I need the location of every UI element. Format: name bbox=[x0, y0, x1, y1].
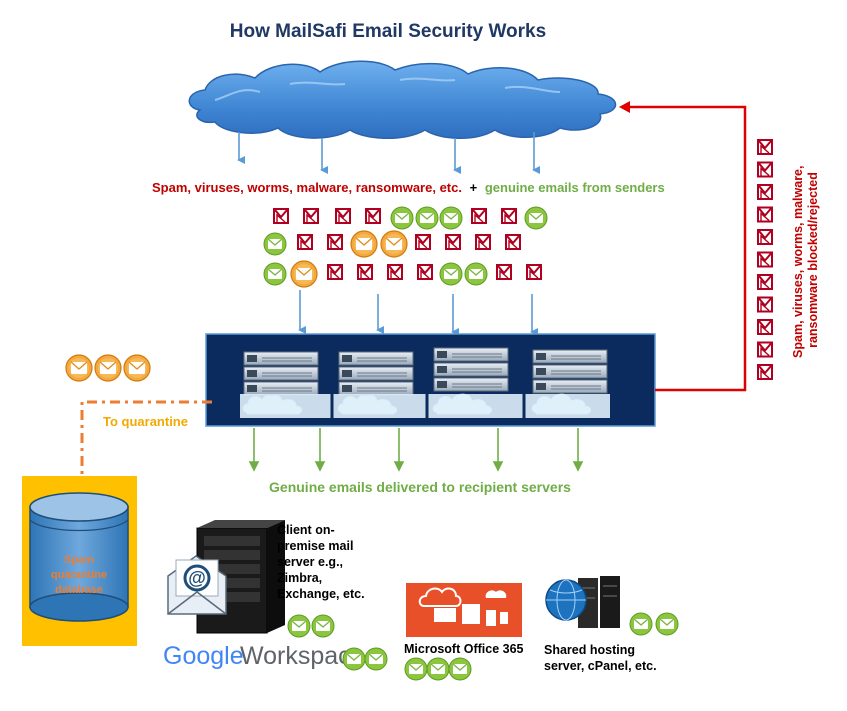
orange-mail-icon bbox=[123, 354, 151, 382]
green-mail-icon bbox=[390, 206, 414, 230]
red-mail-icon bbox=[501, 208, 517, 224]
svg-text:@: @ bbox=[188, 568, 206, 588]
green-mail-icon bbox=[524, 206, 548, 230]
green-mail-icon bbox=[287, 614, 311, 638]
office-365-label: Microsoft Office 365 bbox=[404, 642, 524, 656]
green-mail-icon bbox=[364, 647, 388, 671]
red-mail-icon bbox=[445, 234, 461, 250]
red-mail-icon bbox=[327, 264, 343, 280]
red-mail-icon bbox=[471, 208, 487, 224]
cloud-down-arrows bbox=[237, 132, 540, 174]
green-mail-icon bbox=[464, 262, 488, 286]
green-mail-icon bbox=[448, 657, 472, 681]
office-365: Microsoft Office 365 bbox=[404, 583, 524, 681]
red-mail-icon bbox=[757, 341, 773, 358]
diagram-title: How MailSafi Email Security Works bbox=[230, 21, 546, 42]
red-mail-icon bbox=[303, 208, 319, 224]
green-mail-icon bbox=[342, 647, 366, 671]
orange-mail-icon bbox=[290, 260, 318, 288]
delivered-label: Genuine emails delivered to recipient se… bbox=[269, 479, 571, 495]
green-mail-icon bbox=[439, 262, 463, 286]
red-mail-icon bbox=[365, 208, 381, 224]
into-server-arrows bbox=[298, 290, 538, 336]
rejected-email-column bbox=[757, 139, 773, 380]
red-mail-icon bbox=[757, 161, 773, 178]
green-mail-icon bbox=[263, 232, 287, 256]
google-workspace-logo: Google Workspace bbox=[163, 642, 388, 671]
red-mail-icon bbox=[757, 274, 773, 290]
red-mail-icon bbox=[357, 264, 373, 280]
rejected-label-line1: Spam, viruses, worms, malware, bbox=[791, 166, 805, 358]
client-mail-server: @ Client on- premise mail server e.g., Z… bbox=[167, 520, 365, 638]
red-mail-icon bbox=[496, 264, 512, 280]
client-server-line4: Zimbra, bbox=[277, 571, 322, 585]
mailsafi-server-cluster bbox=[205, 333, 656, 427]
red-mail-icon bbox=[757, 296, 773, 313]
quarantined-emails bbox=[65, 354, 151, 382]
orange-mail-icon bbox=[350, 230, 378, 258]
red-mail-icon bbox=[417, 264, 433, 280]
red-mail-icon bbox=[387, 264, 403, 280]
incoming-email-grid bbox=[263, 206, 548, 288]
rejected-label-line2: ransomware blocked/rejected bbox=[806, 172, 820, 348]
green-mail-icon bbox=[263, 262, 287, 286]
to-quarantine-label: To quarantine bbox=[103, 414, 188, 429]
red-mail-icon bbox=[526, 264, 542, 280]
red-mail-icon bbox=[757, 251, 773, 268]
client-server-line5: Exchange, etc. bbox=[277, 587, 365, 601]
green-mail-icon bbox=[311, 614, 335, 638]
red-mail-icon bbox=[757, 139, 773, 155]
cloud-devices-icon bbox=[418, 587, 508, 626]
red-mail-icon bbox=[757, 229, 773, 245]
delivery-arrows bbox=[248, 428, 584, 472]
spam-quarantine-database: Spam quarantine database bbox=[22, 476, 137, 646]
red-mail-icon bbox=[273, 208, 289, 224]
orange-mail-icon bbox=[94, 354, 122, 382]
red-mail-icon bbox=[757, 206, 773, 223]
green-mail-icon bbox=[426, 657, 450, 681]
threats-label: Spam, viruses, worms, malware, ransomwar… bbox=[152, 180, 462, 195]
hosting-line2: server, cPanel, etc. bbox=[544, 659, 657, 673]
rejected-return-path bbox=[619, 101, 747, 392]
red-mail-icon bbox=[475, 234, 491, 250]
quarantine-path bbox=[80, 400, 212, 490]
green-mail-icon bbox=[404, 657, 428, 681]
red-mail-icon bbox=[415, 234, 431, 250]
database-icon bbox=[29, 492, 129, 622]
red-mail-icon bbox=[297, 234, 313, 250]
shared-hosting: Shared hosting server, cPanel, etc. bbox=[544, 576, 679, 673]
green-mail-icon bbox=[629, 612, 653, 636]
incoming-label: Spam, viruses, worms, malware, ransomwar… bbox=[152, 180, 665, 195]
at-envelope-icon: @ bbox=[167, 555, 227, 615]
green-mail-icon bbox=[415, 206, 439, 230]
client-server-line2: premise mail bbox=[277, 539, 353, 553]
red-mail-icon bbox=[335, 208, 351, 224]
rejected-label: Spam, viruses, worms, malware, ransomwar… bbox=[791, 162, 820, 358]
client-server-line1: Client on- bbox=[277, 523, 335, 537]
genuine-label: genuine emails from senders bbox=[485, 180, 665, 195]
internet-cloud bbox=[188, 60, 617, 139]
green-mail-icon bbox=[439, 206, 463, 230]
red-mail-icon bbox=[757, 184, 773, 200]
db-label-line1: Spam bbox=[64, 554, 94, 566]
red-mail-icon bbox=[757, 319, 773, 335]
orange-mail-icon bbox=[380, 230, 408, 258]
red-mail-icon bbox=[505, 234, 521, 250]
google-brand: Google bbox=[163, 642, 244, 670]
orange-mail-icon bbox=[65, 354, 93, 382]
globe-server-icon bbox=[545, 576, 620, 628]
hosting-line1: Shared hosting bbox=[544, 643, 635, 657]
db-label-line3: database bbox=[55, 584, 103, 596]
red-mail-icon bbox=[757, 364, 773, 380]
red-mail-icon bbox=[327, 234, 343, 250]
green-mail-icon bbox=[655, 612, 679, 636]
db-label-line2: quarantine bbox=[51, 569, 107, 581]
plus-sign: + bbox=[470, 180, 478, 195]
client-server-line3: server e.g., bbox=[277, 555, 343, 569]
